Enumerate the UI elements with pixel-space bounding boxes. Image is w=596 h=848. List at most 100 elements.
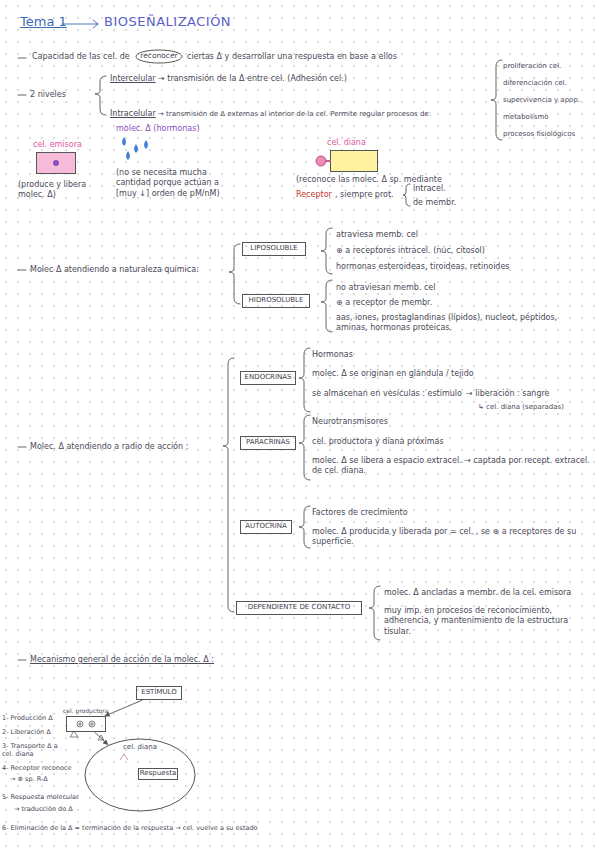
target-cell-ellipse: cel. dianaRespuesta bbox=[84, 738, 196, 812]
bullet-dash bbox=[18, 58, 26, 59]
note-text: (reconoce las molec. Δ sp. mediante bbox=[296, 175, 486, 185]
note-text: intracel. bbox=[413, 184, 473, 194]
bullet-dash bbox=[18, 95, 26, 96]
note-text: Intracelular bbox=[110, 109, 160, 119]
cell-heading: cel. productora bbox=[63, 708, 108, 715]
node-text: DEPENDIENTE DE CONTACTO bbox=[248, 604, 350, 612]
note-text: Molec Δ atendiendo a naturaleza química: bbox=[30, 265, 230, 275]
category-box: DEPENDIENTE DE CONTACTO bbox=[236, 601, 362, 615]
note-text: 2 niveles bbox=[30, 90, 100, 100]
ellipse-shape bbox=[85, 739, 195, 811]
note-text: Hormonas bbox=[312, 350, 512, 360]
node-text: ENDOCRINAS bbox=[245, 374, 292, 382]
note-text: diferenciación cel. bbox=[503, 79, 596, 88]
title-arrow bbox=[62, 20, 98, 28]
receptor-symbol bbox=[316, 156, 326, 166]
note-text: de membr. bbox=[413, 198, 473, 208]
term-ellipse: reconocer bbox=[135, 49, 183, 64]
note-text: hormonas esteroideas, tiroideas, retinoi… bbox=[336, 262, 591, 272]
membrane-receptor bbox=[120, 754, 128, 760]
note-text: Factores de crecimiento bbox=[312, 508, 512, 518]
category-box: HIDROSOLUBLE bbox=[242, 294, 310, 308]
note-text: procesos fisiológicos bbox=[503, 130, 596, 139]
brace bbox=[95, 76, 106, 115]
cell-heading: cel. emisora bbox=[33, 141, 82, 150]
brace bbox=[491, 60, 502, 140]
brace bbox=[223, 358, 234, 612]
response-box: Respuesta bbox=[138, 768, 178, 780]
note-text: Mecanismo general de acción de la molec.… bbox=[30, 655, 260, 665]
plus-sign bbox=[78, 722, 94, 726]
note-text: supervivencia y apop. bbox=[503, 96, 596, 105]
note-text: → traducción de Δ bbox=[14, 805, 94, 813]
category-box: LIPOSOLUBLE bbox=[242, 242, 306, 256]
brace bbox=[299, 348, 310, 412]
category-box: AUTOCRINA bbox=[240, 520, 292, 534]
note-text: Receptor bbox=[296, 190, 336, 200]
note-text: molec. Δ ancladas a membr. de la cel. em… bbox=[384, 588, 594, 598]
node-text: PARACRINAS bbox=[246, 439, 290, 447]
brace bbox=[299, 415, 310, 480]
note-text: → transmisión de la Δ entre cel. (Adhesi… bbox=[158, 74, 458, 84]
note-text: , siempre prot. bbox=[335, 190, 405, 200]
category-box: ENDOCRINAS bbox=[240, 371, 296, 385]
stimulus-box: ESTÍMULO bbox=[136, 686, 182, 700]
note-text: → transmisión de Δ externas al interior … bbox=[158, 110, 494, 119]
note-text: → ⊕ sp. R-Δ bbox=[10, 775, 82, 783]
note-text: Capacidad de las cel. de bbox=[32, 52, 142, 62]
brace bbox=[229, 244, 240, 304]
cell-heading: cel. diana bbox=[327, 139, 366, 148]
brace bbox=[321, 280, 332, 332]
category-box: PARACRINAS bbox=[240, 436, 296, 450]
hormone-drop bbox=[122, 137, 126, 146]
note-text: ↳ cel. diana (separadas) bbox=[478, 403, 594, 412]
note-text: Neurotransmisores bbox=[312, 417, 512, 427]
note-text: BIOSEÑALIZACIÓN bbox=[104, 14, 324, 31]
note-text: se almacenan en vesículas : estímulo bbox=[312, 389, 467, 399]
vesicle-symbol bbox=[77, 721, 83, 727]
vesicle-symbol bbox=[89, 721, 95, 727]
note-text: muy imp. en procesos de reconocimiento, … bbox=[384, 606, 594, 637]
note-text: 2- Liberación Δ bbox=[2, 728, 82, 736]
note-text: ⊕ a receptor de membr. bbox=[336, 298, 586, 308]
brace bbox=[403, 184, 410, 206]
node-text: AUTOCRINA bbox=[245, 523, 287, 531]
note-text: cel. productora y diana próximas bbox=[312, 437, 562, 447]
hormone-drop bbox=[134, 144, 138, 153]
node-text: Respuesta bbox=[140, 770, 176, 778]
hormone-drop bbox=[144, 140, 148, 149]
node-text: reconocer bbox=[140, 52, 177, 60]
note-text: molec. Δ se originan en glándula / tejid… bbox=[312, 369, 582, 379]
ellipse-shape bbox=[136, 50, 182, 63]
note-text: atraviesa memb. cel bbox=[336, 230, 586, 240]
connector-arrow bbox=[94, 732, 107, 745]
bullet-dash bbox=[18, 447, 26, 448]
note-text: molec. Δ (hormonas) bbox=[116, 124, 236, 134]
brace bbox=[321, 228, 332, 274]
page-title: Tema 1 bbox=[20, 14, 67, 29]
target-cell-box: cel. diana bbox=[330, 150, 378, 172]
note-text: aas, iones, prostaglandinas (lípidos), n… bbox=[336, 313, 591, 334]
note-text: ciertas Δ y desarrollar una respuesta en… bbox=[187, 52, 487, 62]
note-text: metabolismo bbox=[503, 113, 596, 122]
note-text: molec. Δ se libera a espacio extracel. →… bbox=[312, 456, 590, 477]
note-text: → liberación : sangre bbox=[466, 389, 591, 399]
emitter-cell-box: cel. emisora bbox=[36, 152, 76, 174]
node-text: ESTÍMULO bbox=[141, 689, 177, 697]
note-text: 3- Transporte Δ a cel. diana bbox=[2, 742, 64, 759]
node-text: cel. diana bbox=[123, 744, 157, 752]
node-text: LIPOSOLUBLE bbox=[250, 245, 297, 253]
signal-triangle bbox=[98, 735, 104, 740]
note-text: Molec. Δ atendiendo a radio de acción : bbox=[30, 442, 225, 452]
note-text: Intercelular bbox=[110, 74, 160, 84]
note-text: 6- Eliminación de la Δ = terminación de … bbox=[2, 824, 332, 832]
node-text: HIDROSOLUBLE bbox=[249, 297, 304, 305]
note-text: 4- Receptor reconoce bbox=[2, 764, 82, 772]
note-text: 5- Respuesta molecular bbox=[2, 793, 84, 801]
note-text: ⊕ a receptores intracel. (núc, citosol) bbox=[336, 246, 586, 256]
note-text: proliferación cel. bbox=[503, 62, 596, 71]
brace bbox=[369, 586, 380, 640]
note-text: (no se necesita mucha cantidad porque ac… bbox=[116, 168, 238, 199]
